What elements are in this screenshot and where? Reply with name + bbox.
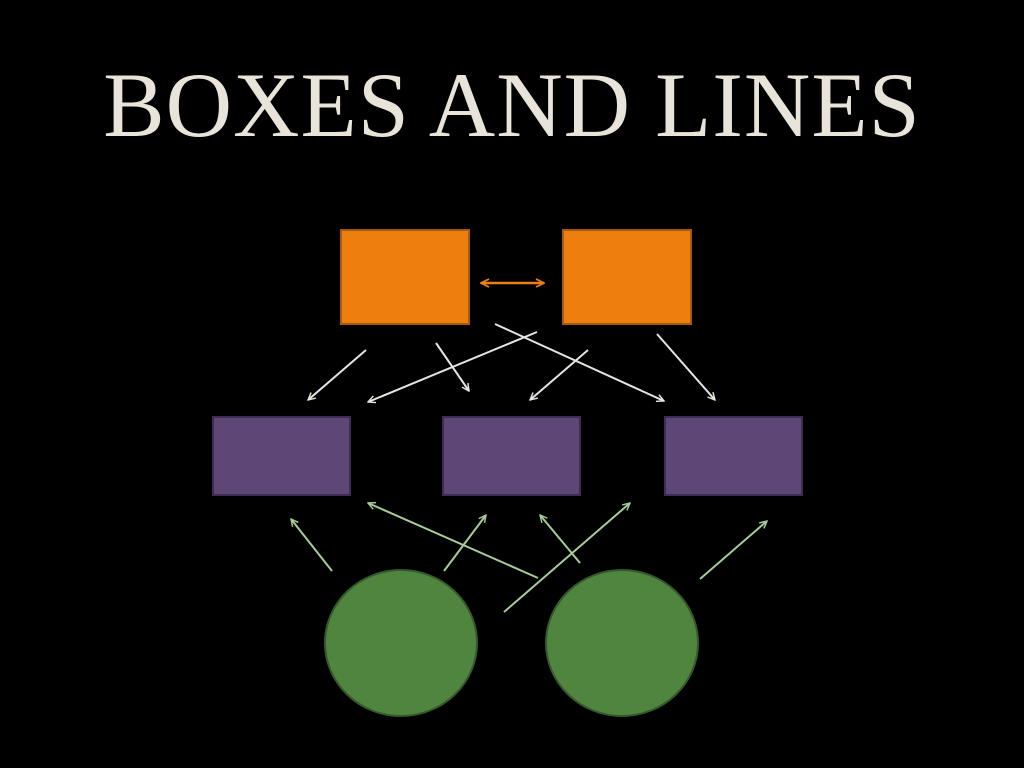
green-arrow: [291, 519, 333, 572]
green-arrow: [540, 515, 581, 564]
green-arrow: [503, 503, 630, 613]
purple-box-3: [664, 416, 803, 496]
green-arrow: [699, 521, 767, 580]
white-arrow: [494, 323, 664, 401]
white-arrow: [368, 331, 538, 402]
green-circle-2: [545, 569, 699, 717]
green-arrow: [368, 503, 539, 579]
green-arrow: [443, 515, 486, 572]
white-arrow: [656, 333, 715, 400]
slide-title: BOXES AND LINES: [103, 54, 921, 156]
white-arrow: [530, 349, 589, 400]
purple-box-1: [212, 416, 351, 496]
green-circle-1: [324, 569, 478, 717]
orange-box-1: [340, 229, 470, 325]
purple-box-2: [442, 416, 581, 496]
orange-box-2: [562, 229, 692, 325]
white-arrow: [308, 349, 367, 400]
